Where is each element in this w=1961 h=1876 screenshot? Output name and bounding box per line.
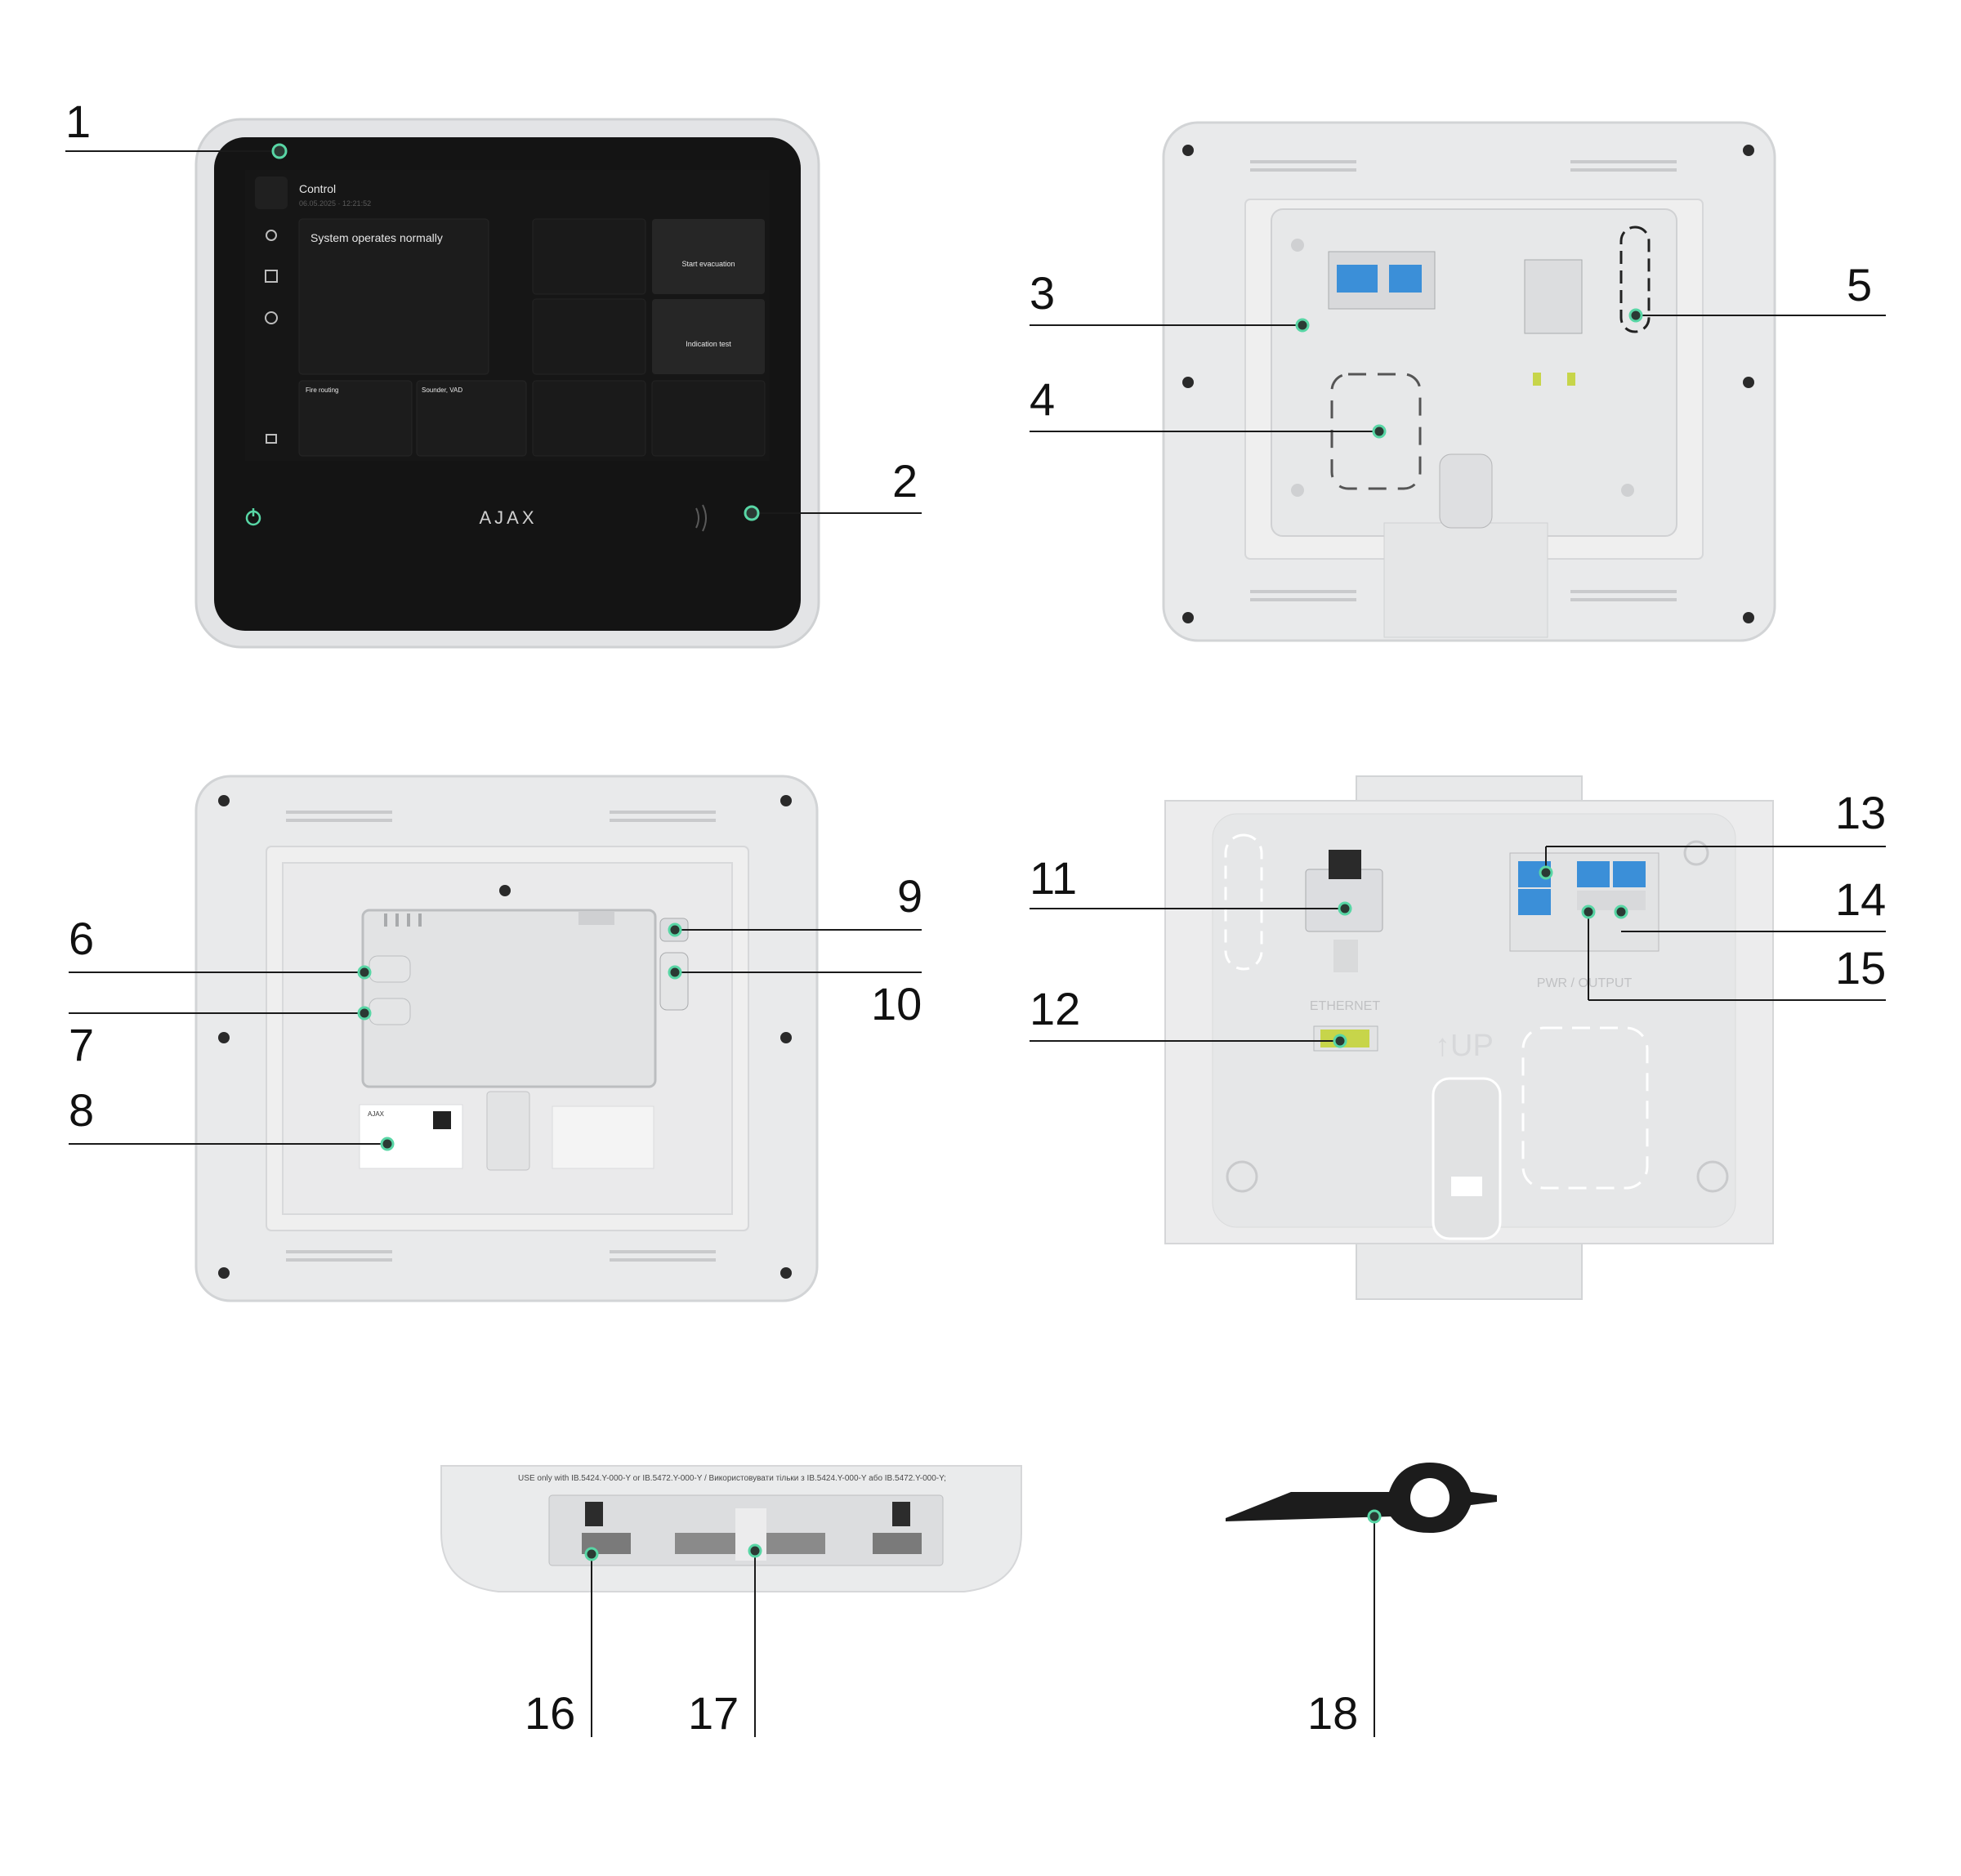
callout-16: 16 <box>525 1547 599 1739</box>
screen-datetime: 06.05.2025 · 12:21:52 <box>299 199 371 208</box>
up-label: ↑UP <box>1435 1029 1494 1063</box>
indication-test-tile[interactable] <box>652 299 765 374</box>
fire-routing-label: Fire routing <box>306 386 338 394</box>
callout-13: 13 <box>1539 787 1886 880</box>
callout-9: 9 <box>668 870 922 937</box>
svg-text:16: 16 <box>525 1687 575 1739</box>
start-evacuation-label: Start evacuation <box>681 260 735 268</box>
ajax-logo: AJAX <box>479 507 537 528</box>
callout-12: 12 <box>1030 983 1347 1048</box>
status-text: System operates normally <box>310 231 443 244</box>
callout-2: 2 <box>744 455 922 521</box>
bell-icon[interactable] <box>266 230 277 241</box>
svg-text:3: 3 <box>1030 267 1055 319</box>
grid-icon[interactable] <box>265 270 278 283</box>
device-front-view: Control 06.05.2025 · 12:21:52 System ope… <box>194 118 820 649</box>
callout-7: 7 <box>69 1006 372 1070</box>
callout-18: 18 <box>1307 1509 1382 1739</box>
sounder-vad-label: Sounder, VAD <box>422 386 462 394</box>
sticker-brand: AJAX <box>368 1110 385 1118</box>
power-icon[interactable] <box>245 508 261 526</box>
svg-text:12: 12 <box>1030 983 1080 1034</box>
gear-icon[interactable] <box>265 311 278 324</box>
ethernet-label: ETHERNET <box>1310 999 1380 1013</box>
svg-text:18: 18 <box>1307 1687 1358 1739</box>
callout-1: 1 <box>65 96 288 159</box>
device-back-view <box>1162 121 1776 642</box>
svg-text:13: 13 <box>1835 787 1886 838</box>
svg-text:4: 4 <box>1030 373 1055 425</box>
mounting-panel-view: ETHERNET ↑UP PWR / OUTPUT <box>1164 775 1774 1300</box>
svg-text:9: 9 <box>897 870 922 922</box>
lock-icon[interactable] <box>266 434 277 444</box>
callout-15: 15 <box>1581 904 1886 1001</box>
callout-8: 8 <box>69 1084 395 1151</box>
indication-test-label: Indication test <box>686 340 731 348</box>
svg-text:6: 6 <box>69 913 94 964</box>
callout-3: 3 <box>1030 267 1310 333</box>
device-back-open-view: AJAX <box>194 775 819 1302</box>
pwr-output-label: PWR / OUTPUT <box>1537 976 1633 990</box>
callout-6: 6 <box>69 913 372 980</box>
start-evacuation-tile[interactable] <box>652 219 765 294</box>
svg-text:10: 10 <box>871 978 922 1030</box>
callout-10: 10 <box>668 965 922 1030</box>
svg-text:2: 2 <box>892 455 918 507</box>
unlock-tool-view <box>1226 1463 1497 1533</box>
callout-4: 4 <box>1030 373 1387 439</box>
svg-text:17: 17 <box>688 1687 739 1739</box>
callout-14: 14 <box>1614 873 1886 932</box>
callout-5: 5 <box>1628 259 1886 323</box>
svg-text:11: 11 <box>1030 852 1077 904</box>
svg-text:5: 5 <box>1847 259 1872 310</box>
nfc-icon <box>695 504 707 532</box>
callout-11: 11 <box>1030 852 1352 916</box>
screen-title: Control <box>299 182 336 195</box>
svg-text:15: 15 <box>1835 942 1886 994</box>
svg-text:14: 14 <box>1835 873 1886 925</box>
device-bottom-view: USE only with IB.5424.Y-000-Y or IB.5472… <box>440 1465 1022 1592</box>
bottom-notice: USE only with IB.5424.Y-000-Y or IB.5472… <box>518 1473 946 1483</box>
callout-17: 17 <box>688 1543 762 1739</box>
svg-text:1: 1 <box>65 96 91 147</box>
svg-text:8: 8 <box>69 1084 94 1136</box>
svg-text:7: 7 <box>69 1019 94 1070</box>
